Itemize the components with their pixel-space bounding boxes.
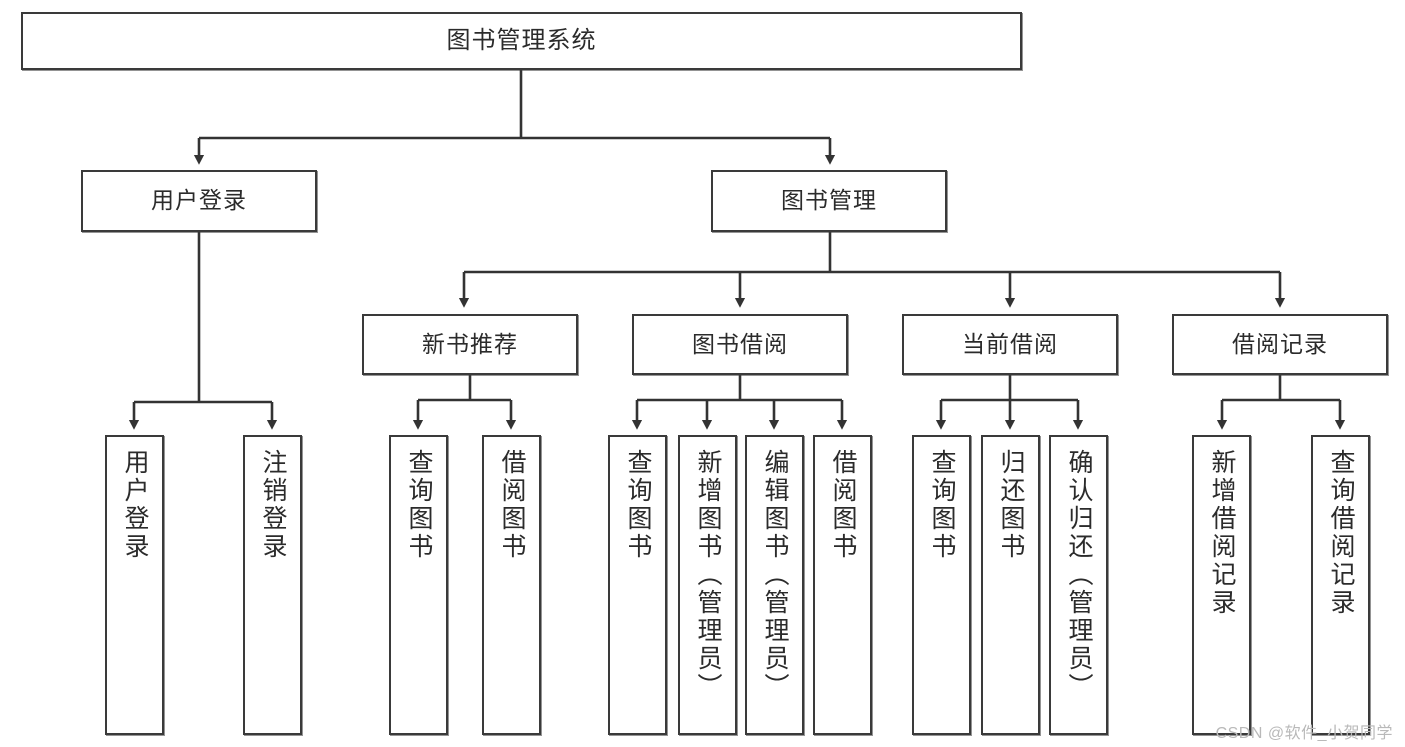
node-label: 新增图书（管理员） xyxy=(694,449,722,701)
node-label: 查询图书 xyxy=(405,449,433,561)
node-user-login[interactable]: 用户登录 xyxy=(81,170,317,232)
node-label: 图书管理 xyxy=(781,187,877,214)
node-new-book-recommend[interactable]: 新书推荐 xyxy=(362,314,578,375)
node-current-borrow[interactable]: 当前借阅 xyxy=(902,314,1118,375)
leaf-user-login[interactable]: 用户登录 xyxy=(105,435,164,735)
node-label: 用户登录 xyxy=(151,187,247,214)
node-label: 查询图书 xyxy=(928,449,956,561)
node-label: 当前借阅 xyxy=(962,330,1058,357)
leaf-query-book-borrow[interactable]: 查询图书 xyxy=(608,435,667,735)
node-label: 新书推荐 xyxy=(422,330,518,357)
leaf-query-borrow-record[interactable]: 查询借阅记录 xyxy=(1311,435,1370,735)
leaf-return-book[interactable]: 归还图书 xyxy=(981,435,1040,735)
node-label: 用户登录 xyxy=(121,449,149,561)
node-label: 借阅记录 xyxy=(1232,330,1328,357)
node-label: 借阅图书 xyxy=(829,449,857,561)
node-book-management[interactable]: 图书管理 xyxy=(711,170,947,232)
node-label: 编辑图书（管理员） xyxy=(761,449,789,701)
node-label: 图书借阅 xyxy=(692,330,788,357)
node-label: 借阅图书 xyxy=(498,449,526,561)
node-label: 查询图书 xyxy=(624,449,652,561)
leaf-add-book-admin[interactable]: 新增图书（管理员） xyxy=(678,435,737,735)
leaf-confirm-return-admin[interactable]: 确认归还（管理员） xyxy=(1049,435,1108,735)
leaf-add-borrow-record[interactable]: 新增借阅记录 xyxy=(1192,435,1251,735)
watermark-text: CSDN @软件_小贺同学 xyxy=(1215,725,1393,742)
node-borrow-record[interactable]: 借阅记录 xyxy=(1172,314,1388,375)
leaf-query-book-recommend[interactable]: 查询图书 xyxy=(389,435,448,735)
leaf-logout[interactable]: 注销登录 xyxy=(243,435,302,735)
node-label: 新增借阅记录 xyxy=(1208,449,1236,617)
node-label: 归还图书 xyxy=(997,449,1025,561)
leaf-borrow-book-recommend[interactable]: 借阅图书 xyxy=(482,435,541,735)
node-label: 图书管理系统 xyxy=(446,26,597,54)
node-book-borrow[interactable]: 图书借阅 xyxy=(632,314,848,375)
leaf-query-book-current[interactable]: 查询图书 xyxy=(912,435,971,735)
node-label: 确认归还（管理员） xyxy=(1065,449,1093,701)
leaf-edit-book-admin[interactable]: 编辑图书（管理员） xyxy=(745,435,804,735)
leaf-borrow-book[interactable]: 借阅图书 xyxy=(813,435,872,735)
node-root-system[interactable]: 图书管理系统 xyxy=(21,12,1022,70)
node-label: 注销登录 xyxy=(259,449,287,561)
node-label: 查询借阅记录 xyxy=(1327,449,1355,617)
